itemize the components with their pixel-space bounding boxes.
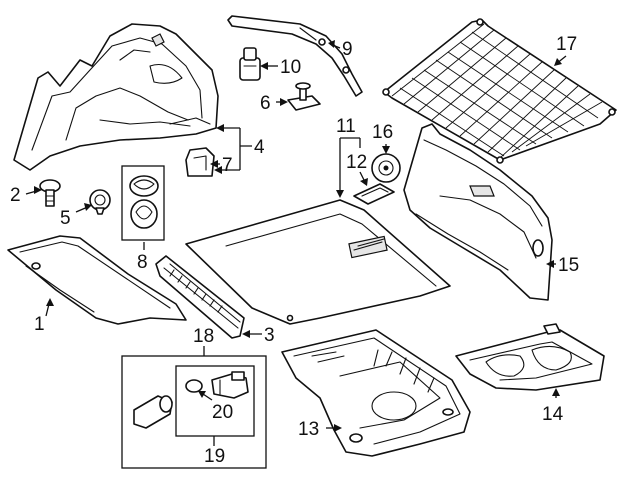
part-14-storage-tray (455, 323, 605, 391)
part-8-hooks (121, 165, 165, 241)
callout-6: 6 (260, 93, 271, 114)
callout-14: 14 (542, 404, 564, 425)
part-4-left-quarter-trim (13, 23, 219, 171)
part-3-sill-rail (155, 255, 245, 339)
part-17-cargo-net (382, 18, 617, 164)
part-9-trim-strip (227, 15, 363, 97)
callout-3: 3 (264, 325, 275, 346)
callout-17: 17 (556, 34, 577, 55)
callout-4: 4 (254, 137, 265, 158)
part-10-clip (239, 47, 261, 81)
part-11-trunk-floor-mat (185, 199, 451, 325)
part-18-assembly (121, 355, 267, 469)
callout-10: 10 (280, 57, 301, 78)
part-5-cap (89, 189, 111, 215)
part-6-retainer (287, 82, 321, 111)
callout-1: 1 (34, 314, 45, 335)
callout-19: 19 (204, 446, 225, 467)
part-20-bulb-socket (185, 371, 249, 399)
callout-8: 8 (137, 252, 148, 273)
part-12-pad (353, 183, 395, 205)
part-1-load-floor (7, 235, 187, 325)
callout-labels: 1 2 3 4 5 6 7 8 9 10 11 12 13 14 15 16 1… (10, 34, 579, 467)
part-7-bracket (185, 147, 215, 177)
callout-12: 12 (346, 152, 367, 173)
callout-11: 11 (336, 116, 356, 137)
part-13-spare-tire-tray (281, 329, 471, 457)
callout-20: 20 (212, 402, 233, 423)
leader-lines (25, 40, 567, 446)
callout-15: 15 (558, 255, 579, 276)
callout-7: 7 (222, 155, 233, 176)
callout-13: 13 (298, 419, 319, 440)
part-2-fastener (39, 179, 61, 207)
part-16-cover (371, 153, 401, 183)
callout-18: 18 (193, 326, 214, 347)
callout-2: 2 (10, 185, 21, 206)
callout-9: 9 (342, 39, 353, 60)
part-15-right-side-trim (403, 123, 553, 301)
callout-16: 16 (372, 122, 393, 143)
callout-5: 5 (60, 208, 71, 229)
